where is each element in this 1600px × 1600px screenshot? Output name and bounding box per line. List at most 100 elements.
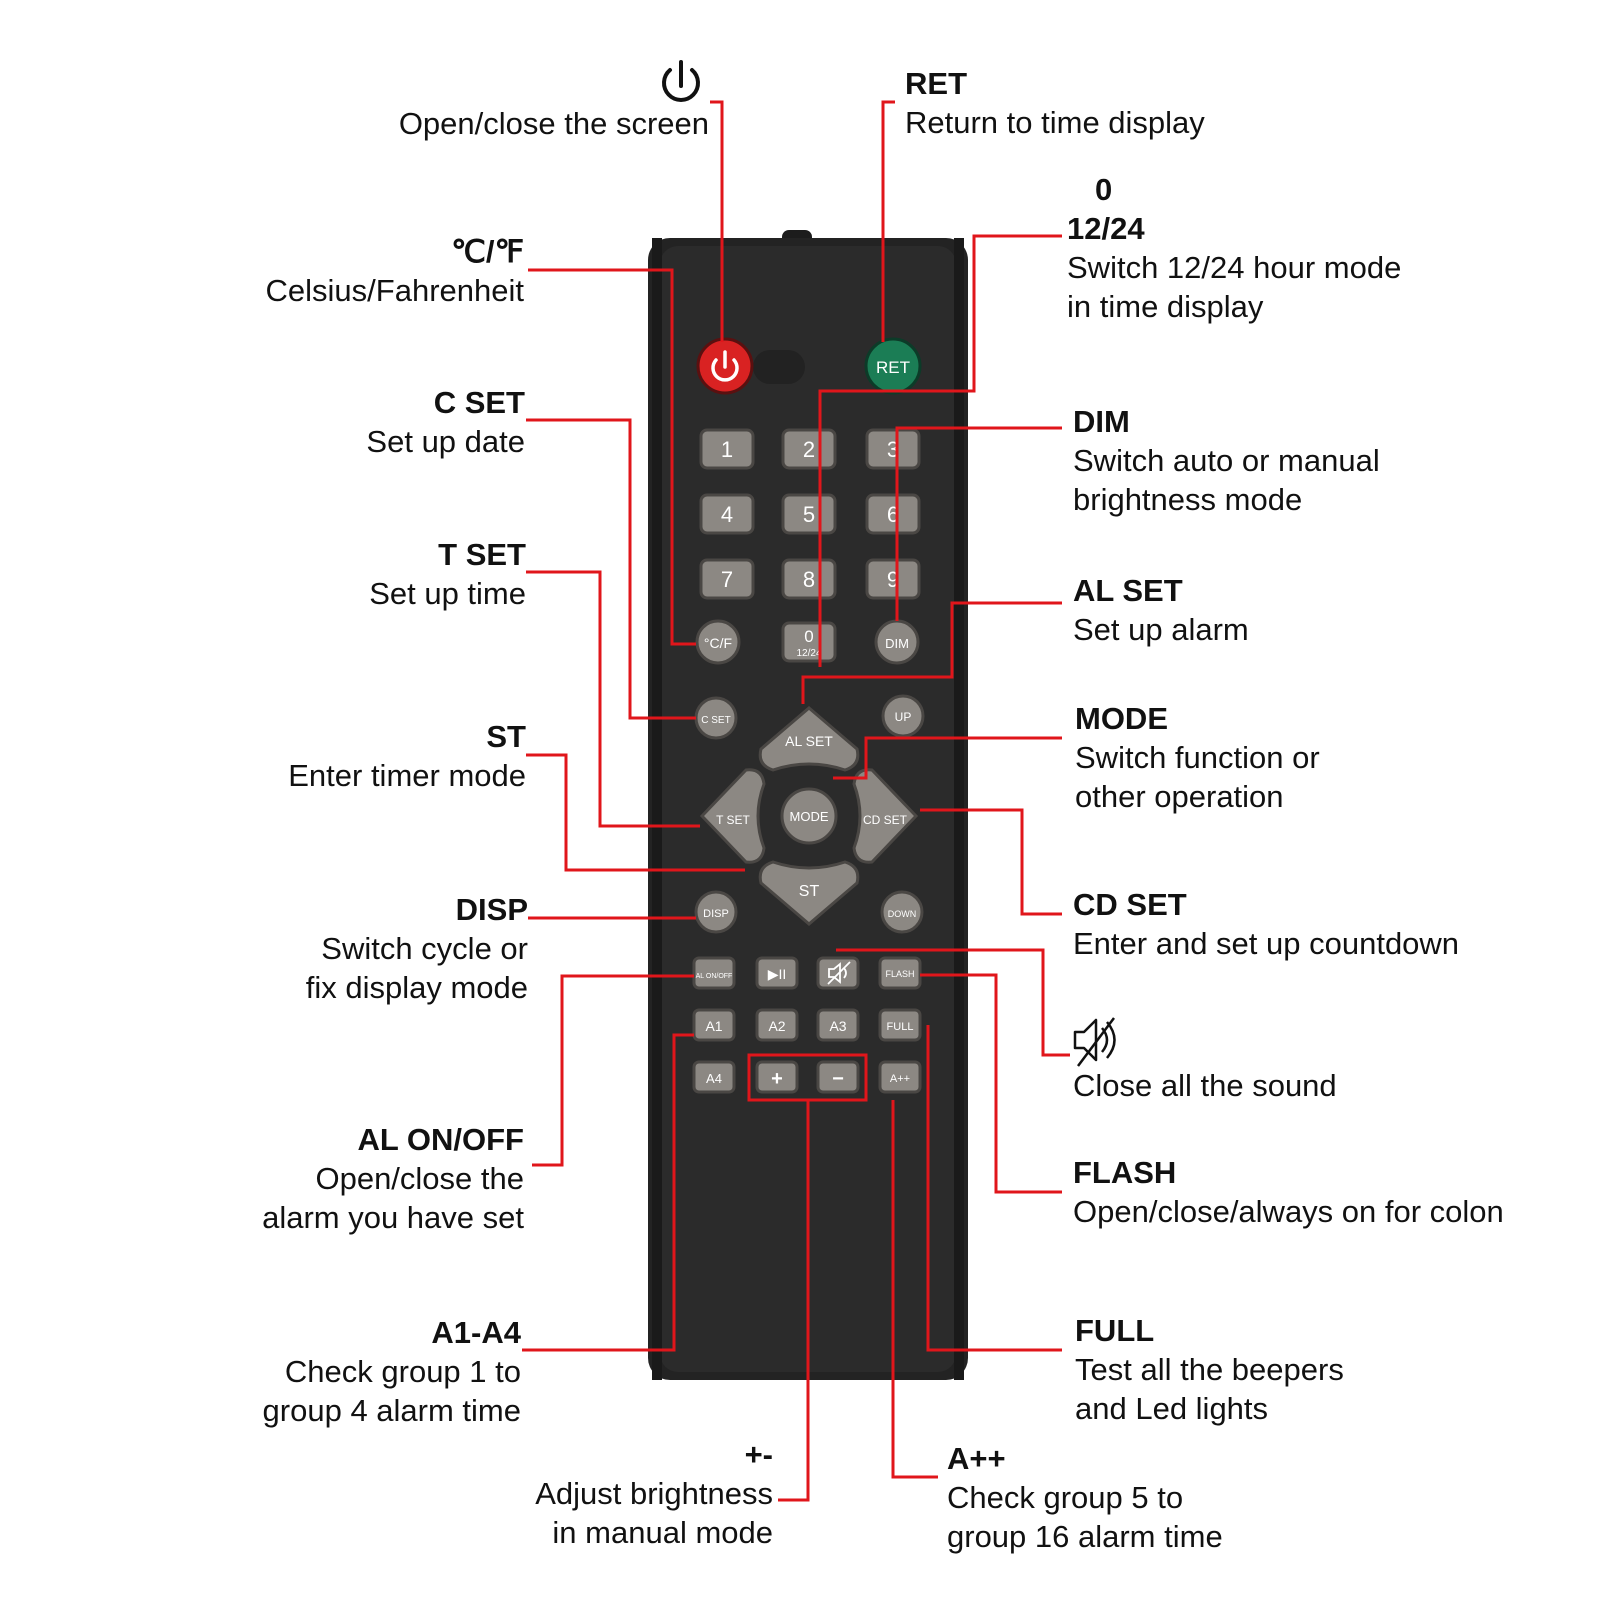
power-key[interactable]	[696, 337, 754, 395]
digit-key-1[interactable]: 1	[699, 428, 755, 470]
digit-key-5[interactable]: 5	[781, 493, 837, 535]
callout-full-desc1: Test all the beepers	[1075, 1352, 1344, 1387]
flash-key-label: FLASH	[885, 969, 914, 979]
leader-a1a4	[522, 1033, 694, 1352]
a4-key[interactable]: A4	[692, 1060, 736, 1094]
mute-key[interactable]	[816, 956, 860, 990]
mode-key-label: MODE	[790, 809, 829, 824]
a2-key-label: A2	[768, 1018, 785, 1034]
leader-alset	[801, 601, 1062, 704]
digit-key-9[interactable]: 9	[865, 558, 921, 600]
callout-flash-desc: Open/close/always on for colon	[1073, 1194, 1504, 1229]
aplus-key-label: A++	[890, 1073, 910, 1085]
dim-key[interactable]: DIM	[874, 619, 920, 665]
flash-key[interactable]: FLASH	[878, 956, 922, 990]
a2-key[interactable]: A2	[755, 1008, 799, 1042]
digit-key-7[interactable]: 7	[699, 558, 755, 600]
disp-key[interactable]: DISP	[694, 890, 738, 934]
callout-mode-desc2: other operation	[1075, 779, 1284, 814]
leader-mode	[833, 736, 1062, 780]
callout-cf-desc: Celsius/Fahrenheit	[265, 273, 524, 308]
zero-key-sublabel: 12/24	[796, 648, 821, 659]
play-pause-key[interactable]: ▶II	[755, 956, 799, 990]
callout-cf-title: ℃/℉	[451, 234, 524, 269]
cf-key[interactable]: °C/F	[695, 619, 741, 665]
callout-cset-desc: Set up date	[366, 424, 525, 459]
full-key[interactable]: FULL	[878, 1008, 922, 1042]
callout-a1a4-title: A1-A4	[431, 1315, 521, 1350]
leader-tset	[526, 570, 700, 828]
callout-alonoff-desc1: Open/close the	[315, 1161, 524, 1196]
leader-dim	[895, 426, 1062, 621]
leader-plusminus	[778, 1100, 810, 1502]
callout-ret: RET Return to time display	[905, 64, 1205, 142]
dim-key-label: DIM	[885, 636, 909, 651]
callout-disp: DISP Switch cycle or fix display mode	[306, 890, 528, 1007]
callout-a1a4-desc2: group 4 alarm time	[262, 1393, 521, 1428]
cdset-key[interactable]: CD SET	[852, 768, 919, 864]
callout-zero: 0 12/24 Switch 12/24 hour mode in time d…	[1067, 170, 1401, 326]
up-key[interactable]: UP	[881, 694, 925, 738]
leader-alonoff	[532, 974, 694, 1167]
callout-mute: Close all the sound	[1073, 1066, 1337, 1105]
callout-mute-desc: Close all the sound	[1073, 1068, 1337, 1103]
leader-flash	[920, 973, 1062, 1194]
plus-key[interactable]: +	[755, 1060, 799, 1094]
callout-full-desc2: and Led lights	[1075, 1391, 1269, 1426]
al-onoff-key-label: AL ON/OFF	[696, 973, 733, 980]
cset-key[interactable]: C SET	[694, 696, 738, 740]
callout-power: Open/close the screen	[399, 104, 709, 143]
digit-key-label: 5	[803, 502, 815, 527]
leader-aplus	[891, 1100, 938, 1479]
minus-key[interactable]: −	[816, 1060, 860, 1094]
ret-key[interactable]: RET	[864, 337, 922, 395]
digit-key-2[interactable]: 2	[781, 428, 837, 470]
callout-mode-title: MODE	[1075, 701, 1168, 736]
callout-alonoff: AL ON/OFF Open/close the alarm you have …	[262, 1120, 524, 1237]
al-onoff-key[interactable]: AL ON/OFF	[692, 956, 736, 990]
alset-key[interactable]: AL SET	[758, 706, 860, 772]
minus-key-label: −	[832, 1068, 844, 1090]
callout-full: FULL Test all the beepers and Led lights	[1075, 1311, 1344, 1428]
callout-a1a4-desc1: Check group 1 to	[284, 1354, 521, 1389]
callout-cdset-desc: Enter and set up countdown	[1073, 926, 1460, 961]
callout-alonoff-title: AL ON/OFF	[357, 1122, 524, 1157]
callout-aplus-title: A++	[947, 1441, 1006, 1476]
leader-cdset	[920, 808, 1062, 916]
leader-mute	[836, 948, 1070, 1057]
callout-zero-desc2: in time display	[1067, 289, 1264, 324]
digit-key-6[interactable]: 6	[865, 493, 921, 535]
digit-key-8[interactable]: 8	[781, 558, 837, 600]
digit-key-label: 8	[803, 567, 815, 592]
zero-key[interactable]: 0 12/24	[781, 621, 837, 663]
leader-zero	[818, 234, 1062, 667]
callout-tset: T SET Set up time	[369, 535, 526, 613]
callout-disp-desc1: Switch cycle or	[321, 931, 528, 966]
a3-key[interactable]: A3	[816, 1008, 860, 1042]
down-key[interactable]: DOWN	[880, 890, 924, 934]
a3-key-label: A3	[829, 1018, 846, 1034]
callout-tset-desc: Set up time	[369, 576, 526, 611]
callout-tset-title: T SET	[438, 537, 526, 572]
a1-key[interactable]: A1	[692, 1008, 736, 1042]
tset-key[interactable]: T SET	[699, 768, 766, 864]
leader-lines	[522, 100, 1070, 1502]
digit-key-3[interactable]: 3	[865, 428, 921, 470]
callout-alset-desc: Set up alarm	[1073, 612, 1249, 647]
plus-key-label: +	[771, 1068, 783, 1090]
leader-cf	[528, 268, 696, 646]
st-key-label: ST	[799, 883, 820, 900]
callout-aplus-desc1: Check group 5 to	[947, 1480, 1184, 1515]
cdset-key-label: CD SET	[863, 813, 908, 827]
callout-st: ST Enter timer mode	[288, 717, 526, 795]
tset-key-label: T SET	[716, 813, 750, 827]
digit-key-4[interactable]: 4	[699, 493, 755, 535]
dpad: AL SET T SET CD SET ST MODE	[699, 706, 919, 926]
mode-key[interactable]: MODE	[780, 787, 838, 845]
callout-power-desc: Open/close the screen	[398, 106, 709, 141]
callout-mode-desc1: Switch function or	[1075, 740, 1320, 775]
st-key[interactable]: ST	[758, 860, 860, 926]
callout-cset: C SET Set up date	[366, 383, 525, 461]
aplus-key[interactable]: A++	[878, 1060, 922, 1094]
